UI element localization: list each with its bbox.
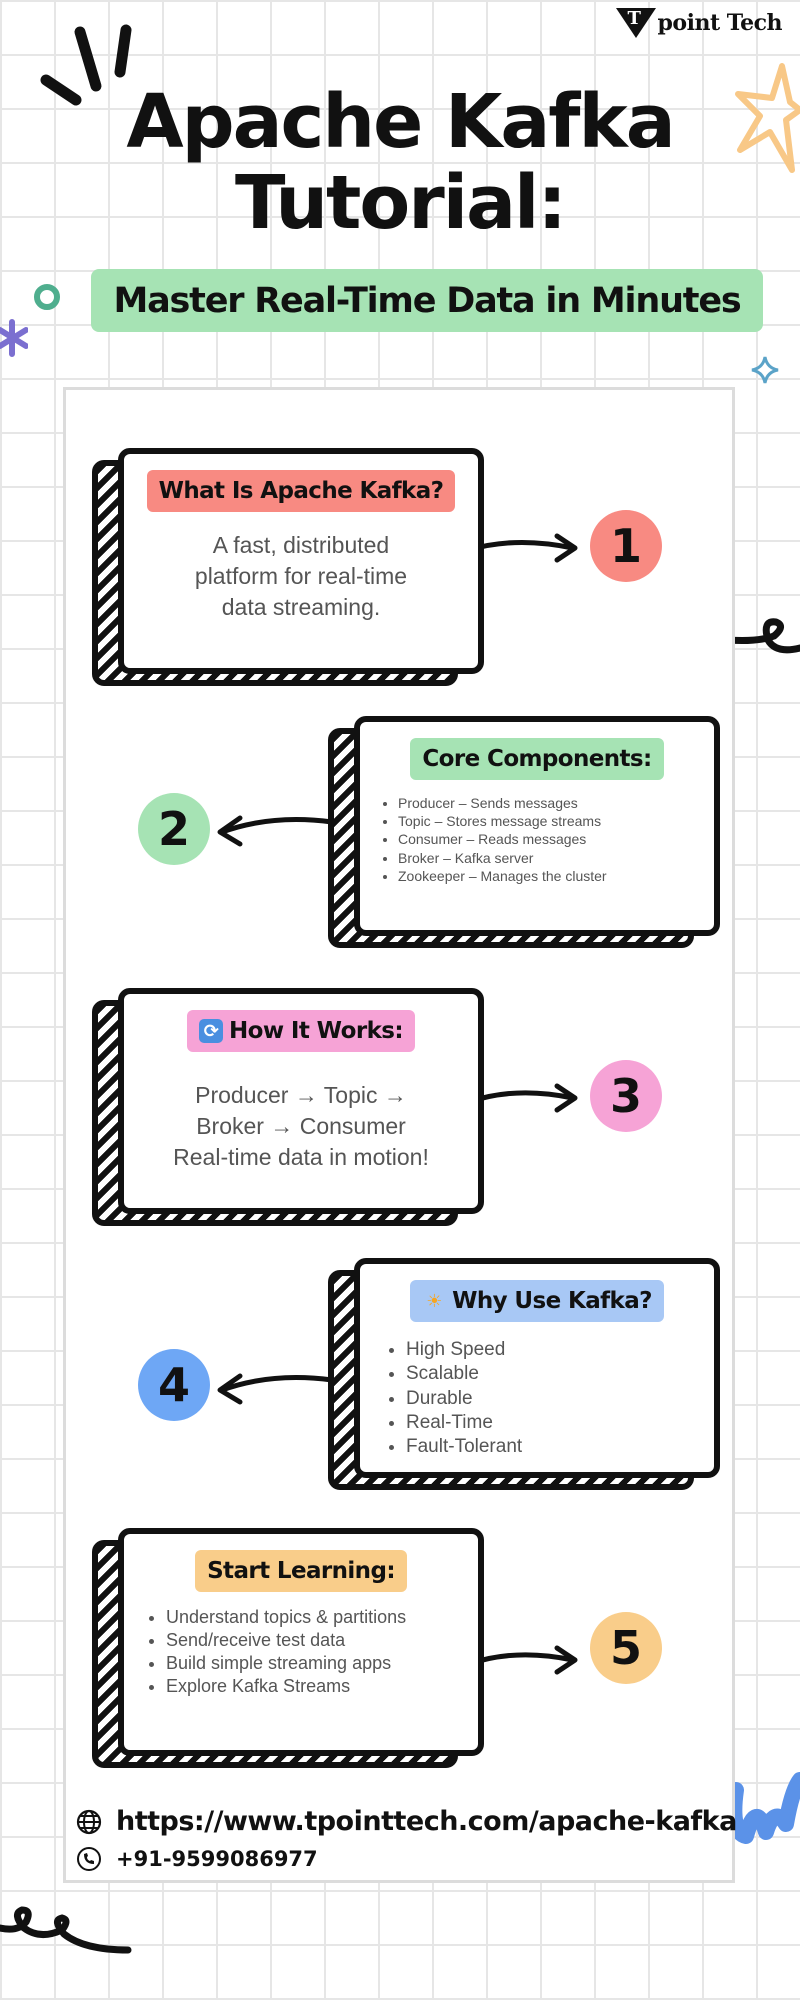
arrow-step-4	[217, 1373, 335, 1405]
phone-icon	[77, 1847, 101, 1871]
logo-text: point Tech	[657, 10, 783, 36]
card-heading: Core Components:	[410, 738, 664, 780]
learning-list: Understand topics & partitions Send/rece…	[144, 1606, 406, 1698]
doodle-scribble-right	[728, 618, 800, 654]
footer-phone[interactable]: +91-9599086977	[76, 1846, 318, 1872]
list-item: Topic – Stores message streams	[398, 812, 608, 830]
benefits-list: High Speed Scalable Durable Real-Time Fa…	[384, 1338, 522, 1460]
card-text: Producer → Topic → Broker → Consumer Rea…	[173, 1080, 429, 1173]
website-link[interactable]: https://www.tpointtech.com/apache-kafka	[116, 1806, 737, 1837]
logo-triangle-icon: T	[615, 8, 656, 38]
step-card-what-is-kafka: What Is Apache Kafka? A fast, distribute…	[92, 448, 484, 686]
doodle-squiggle-blue	[726, 1772, 800, 1844]
list-item: Send/receive test data	[166, 1629, 406, 1652]
card-text: A fast, distributed platform for real-ti…	[194, 532, 408, 621]
sun-icon: ☀	[426, 1290, 442, 1312]
footer-website[interactable]: https://www.tpointtech.com/apache-kafka	[76, 1806, 737, 1837]
title-line-1: Apache Kafka	[126, 79, 675, 165]
flow-line-3: Real-time data in motion!	[173, 1144, 429, 1171]
card-heading: ☀ Why Use Kafka?	[410, 1280, 664, 1322]
list-item: Build simple streaming apps	[166, 1652, 406, 1675]
list-item: Fault-Tolerant	[406, 1435, 522, 1459]
doodle-sparkle	[751, 356, 779, 384]
refresh-icon: ⟳	[199, 1019, 224, 1043]
list-item: Durable	[406, 1387, 522, 1411]
card-heading-text: Why Use Kafka?	[452, 1288, 652, 1314]
page-title: Apache Kafka Tutorial:	[0, 79, 800, 247]
list-item: Scalable	[406, 1362, 522, 1386]
components-list: Producer – Sends messages Topic – Stores…	[380, 794, 608, 885]
doodle-star-outline	[735, 63, 800, 173]
step-number-3: 3	[590, 1060, 662, 1132]
list-item: Producer – Sends messages	[398, 794, 608, 812]
step-number-4: 4	[138, 1349, 210, 1421]
step-card-start-learning: Start Learning: Understand topics & part…	[92, 1528, 484, 1768]
list-item: Zookeeper – Manages the cluster	[398, 867, 608, 885]
title-line-2: Tutorial:	[235, 160, 567, 247]
step-card-core-components: Core Components: Producer – Sends messag…	[328, 716, 720, 948]
card-heading-text: How It Works:	[229, 1018, 404, 1044]
card-face: Core Components: Producer – Sends messag…	[354, 716, 720, 936]
list-item: Broker – Kafka server	[398, 849, 608, 867]
list-item: Consumer – Reads messages	[398, 830, 608, 848]
logo-mark: T	[627, 8, 641, 29]
card-heading: ⟳ How It Works:	[187, 1010, 415, 1052]
card-heading: Start Learning:	[195, 1550, 407, 1592]
card-face: ⟳ How It Works: Producer → Topic → Broke…	[118, 988, 484, 1214]
subtitle-banner: Master Real-Time Data in Minutes	[91, 269, 763, 332]
list-item: Explore Kafka Streams	[166, 1675, 406, 1698]
card-face: Start Learning: Understand topics & part…	[118, 1528, 484, 1756]
doodle-asterisk	[0, 319, 28, 357]
phone-number[interactable]: +91-9599086977	[116, 1847, 318, 1871]
tpoint-tech-logo: T point Tech	[615, 8, 783, 38]
step-number-1: 1	[590, 510, 662, 582]
list-item: Real-Time	[406, 1411, 522, 1435]
flow-line-1: Producer → Topic →	[195, 1082, 407, 1108]
list-item: Understand topics & partitions	[166, 1606, 406, 1629]
step-number-2: 2	[138, 793, 210, 865]
doodle-ring	[34, 284, 60, 310]
doodle-strokes	[40, 24, 132, 106]
doodle-scribble-bottom	[0, 1906, 132, 1954]
subtitle: Master Real-Time Data in Minutes	[113, 280, 741, 321]
step-card-why-use-kafka: ☀ Why Use Kafka? High Speed Scalable Dur…	[328, 1258, 720, 1490]
globe-icon	[76, 1809, 102, 1834]
card-face: What Is Apache Kafka? A fast, distribute…	[118, 448, 484, 674]
arrow-step-2	[217, 815, 335, 847]
list-item: High Speed	[406, 1338, 522, 1362]
step-card-how-it-works: ⟳ How It Works: Producer → Topic → Broke…	[92, 988, 484, 1226]
card-heading: What Is Apache Kafka?	[146, 470, 456, 512]
step-number-5: 5	[590, 1612, 662, 1684]
card-face: ☀ Why Use Kafka? High Speed Scalable Dur…	[354, 1258, 720, 1478]
flow-line-2: Broker → Consumer	[196, 1113, 406, 1140]
